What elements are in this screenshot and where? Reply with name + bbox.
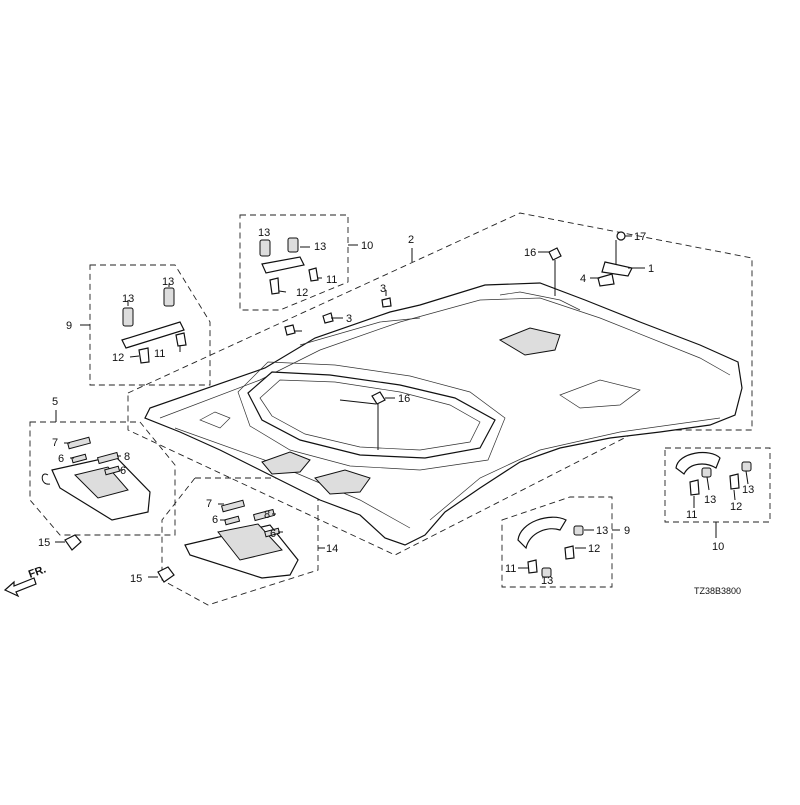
clip-3-c (284, 324, 296, 336)
callout-12: 12 (730, 501, 742, 513)
sun-visor-14 (184, 499, 299, 579)
leader-lines (55, 235, 749, 578)
callout-11: 11 (686, 509, 697, 521)
callout-10: 10 (712, 541, 724, 553)
callout-6: 6 (212, 514, 218, 526)
callout-9: 9 (66, 320, 72, 332)
grab-handle-9-right (517, 516, 584, 578)
callout-13: 13 (742, 484, 754, 496)
callout-13: 13 (704, 494, 716, 506)
headliner (144, 282, 743, 546)
callout-11: 11 (326, 274, 337, 286)
map-light-bracket (597, 231, 633, 287)
callout-16: 16 (398, 393, 410, 405)
callout-14: 14 (326, 543, 338, 555)
callout-13: 13 (122, 293, 134, 305)
diagram-code: TZ38B3800 (694, 586, 741, 596)
sunroof-opening (247, 371, 496, 459)
callout-6: 6 (120, 465, 126, 477)
callout-1: 1 (648, 263, 654, 275)
callout-6: 6 (58, 453, 64, 465)
sun-visor-5 (41, 436, 151, 521)
visor-holder-15-b (157, 566, 175, 583)
callout-8: 8 (264, 509, 270, 521)
callout-11: 11 (154, 348, 165, 360)
callout-2: 2 (408, 234, 414, 246)
callout-13: 13 (162, 276, 174, 288)
group-10-right-border (664, 447, 771, 523)
callout-15: 15 (130, 573, 142, 585)
callout-13: 13 (541, 575, 553, 587)
group-9-left-border (89, 264, 211, 386)
callout-6: 6 (270, 528, 276, 540)
clip-3-b (322, 312, 334, 324)
rear-opening (314, 469, 371, 495)
group-5-border (29, 421, 176, 536)
clip-16-center (339, 391, 386, 450)
grab-handle-10-right (675, 451, 752, 496)
callout-3: 3 (380, 283, 386, 295)
front-direction-arrow (3, 577, 37, 598)
front-label: FR. (27, 563, 48, 580)
callout-11: 11 (505, 563, 516, 575)
callout-13: 13 (596, 525, 608, 537)
callout-7: 7 (206, 498, 212, 510)
grab-handle-9-left (121, 287, 187, 364)
callout-4: 4 (580, 273, 586, 285)
visor-holder-15-a (64, 534, 82, 551)
group-9-right-border (501, 496, 613, 588)
callout-7: 7 (52, 437, 58, 449)
callout-17: 17 (634, 231, 646, 243)
callout-16: 16 (524, 247, 536, 259)
callout-labels: 1233456666778899101011111111121212121313… (38, 227, 754, 587)
map-light-opening (261, 451, 311, 475)
group-10-top-border (239, 214, 349, 311)
callout-9: 9 (624, 525, 630, 537)
callout-8: 8 (124, 451, 130, 463)
headliner-group-border (127, 212, 753, 556)
callout-12: 12 (296, 287, 308, 299)
grab-handle-10-top (259, 237, 319, 295)
clip-16-upper (548, 247, 562, 296)
callout-15: 15 (38, 537, 50, 549)
callout-12: 12 (112, 352, 124, 364)
front-console-opening (498, 327, 561, 356)
callout-13: 13 (258, 227, 270, 239)
callout-5: 5 (52, 396, 58, 408)
callout-13: 13 (314, 241, 326, 253)
callout-10: 10 (361, 240, 373, 252)
clip-3-a (381, 297, 392, 308)
callout-12: 12 (588, 543, 600, 555)
callout-3: 3 (346, 313, 352, 325)
